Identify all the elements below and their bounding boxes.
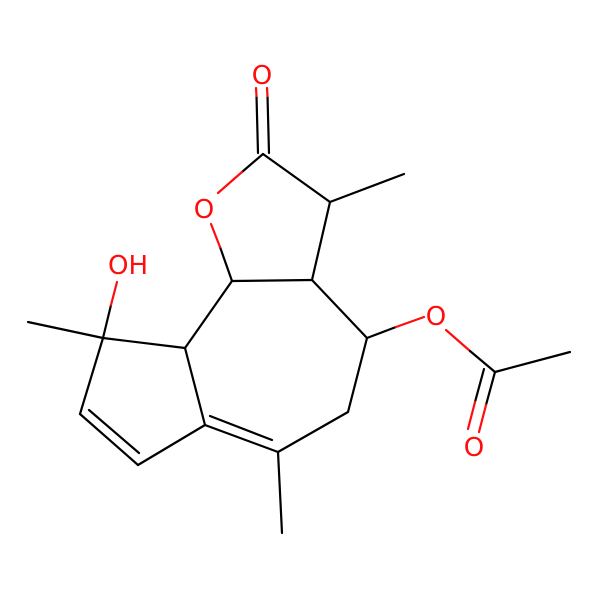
bond-c7-c8-inner: [87, 408, 141, 455]
bond-c3-c3a: [310, 200, 332, 282]
bond-cacyl-methyl: [493, 350, 572, 374]
bond-c4-oester: [365, 325, 398, 340]
bond-c3-methyl: [328, 172, 406, 204]
bond-c6a-c7: [136, 423, 207, 467]
bond-c6a-c9a: [183, 346, 207, 427]
bond-c5-c6: [276, 410, 350, 454]
atom-oh: OH: [108, 251, 148, 281]
atom-o-acetyl: O: [464, 433, 484, 463]
bond-c4-c5: [346, 336, 369, 414]
atom-o-ester: O: [426, 302, 446, 332]
atom-o-ring: O: [194, 195, 214, 225]
bond-c3a-c9b: [230, 278, 314, 283]
bond-oester-cacyl-red: [444, 328, 472, 353]
bond-c9-oh: [101, 303, 113, 340]
bond-c9a-c9b: [183, 279, 234, 350]
bond-carbonyl-1-o: [254, 86, 258, 98]
atom-o-carbonyl: O: [252, 61, 272, 91]
bond-c7-c8: [78, 412, 140, 467]
bond-c8-c9: [78, 336, 105, 416]
bond-c2-c3: [261, 152, 332, 204]
bond-c6-c6a: [203, 423, 280, 454]
bond-cacyl-oacyl-1-red: [477, 403, 488, 434]
bond-c2-o1: [240, 152, 265, 174]
bond-c2-o1-red: [216, 170, 244, 195]
bond-c9b-o1-red: [209, 222, 222, 249]
bond-c9b-o1: [218, 245, 234, 283]
bond-oester-cacyl: [468, 349, 497, 374]
bond-carbonyl-2-o: [265, 86, 269, 98]
bond-c9-oh-red: [109, 280, 119, 307]
bond-c4-oester-red: [394, 315, 426, 329]
bond-cacyl-oacyl-1: [484, 370, 497, 407]
bond-carbonyl-1: [255, 94, 260, 155]
bond-carbonyl-2: [266, 94, 271, 155]
bond-c6-c6a-inner: [208, 414, 274, 442]
bond-cacyl-oacyl-2: [473, 367, 486, 404]
bond-cacyl-oacyl-2-red: [466, 400, 477, 431]
bond-c6-methyl: [276, 450, 284, 535]
bond-c9-methyl: [26, 320, 105, 340]
bond-c3a-c4: [310, 278, 369, 340]
bond-c9-c9a: [101, 336, 187, 350]
